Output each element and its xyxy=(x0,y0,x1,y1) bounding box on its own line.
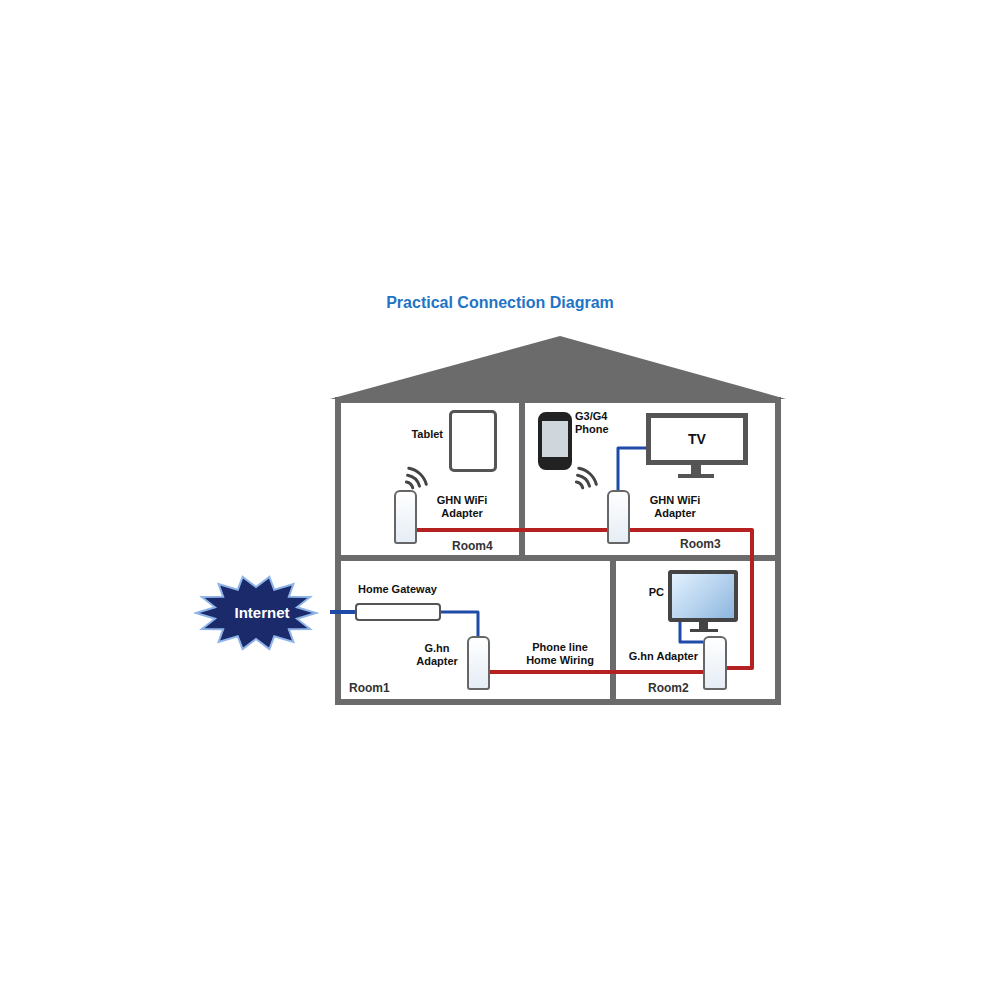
room-region: Room4 TabletGHN WiFi Adapter xyxy=(338,400,522,558)
wire-label: Phone line Home Wiring xyxy=(518,641,602,667)
device-label: GHN WiFi Adapter xyxy=(423,494,501,520)
ethernet-cable xyxy=(330,610,355,614)
pc-monitor: PC xyxy=(668,570,738,622)
device-label: G.hn Adapter xyxy=(606,650,698,663)
diagram-title: Practical Connection Diagram xyxy=(0,294,1000,312)
tv-stand xyxy=(691,465,701,475)
device-label: TV xyxy=(651,431,743,448)
room-label: Room4 xyxy=(452,540,512,553)
wifi-wave xyxy=(576,482,582,488)
room-label: Room3 xyxy=(680,538,740,551)
phone-line-wire xyxy=(490,670,703,674)
phone-line-wire xyxy=(630,530,752,668)
wifi-waves xyxy=(406,468,596,488)
room-region: Room3G3/G4 PhoneTVGHN WiFi Adapter xyxy=(522,400,778,558)
internet-cloud: Internet xyxy=(194,574,330,652)
room-wall xyxy=(519,400,525,558)
phone-icon: G3/G4 Phone xyxy=(538,412,572,470)
ethernet-cable xyxy=(618,448,646,490)
roof xyxy=(330,336,786,399)
wifi-wave xyxy=(409,468,427,484)
device-label: Internet xyxy=(194,604,330,622)
adapter-device: G.hn Adapter xyxy=(467,636,490,690)
room-label: Room1 xyxy=(349,682,409,695)
room-label: Room2 xyxy=(648,682,708,695)
floor-wall xyxy=(338,555,778,561)
wifi-wave xyxy=(408,475,420,486)
wifi-wave xyxy=(579,468,597,484)
pc-stand xyxy=(699,622,708,630)
adapter-device: GHN WiFi Adapter xyxy=(394,490,417,544)
device-label: Home Gateway xyxy=(358,583,468,596)
adapter-device: G.hn Adapter xyxy=(703,636,727,690)
gateway-box: Home Gateway xyxy=(355,603,441,621)
tablet-icon: Tablet xyxy=(449,410,497,472)
room-region: Room2 PC G.hn Adapter xyxy=(613,558,778,702)
device-label: G3/G4 Phone xyxy=(575,410,615,436)
pc-stand xyxy=(690,629,718,632)
device-label: GHN WiFi Adapter xyxy=(636,494,714,520)
room-wall xyxy=(610,558,616,702)
tv-stand xyxy=(678,474,714,478)
phone-line-wire xyxy=(417,528,607,532)
device-label: PC xyxy=(636,586,664,599)
device-label: G.hn Adapter xyxy=(411,642,463,668)
adapter-device: GHN WiFi Adapter xyxy=(607,490,630,544)
wifi-wave xyxy=(406,482,412,488)
wifi-wave xyxy=(578,475,590,486)
ethernet-cable xyxy=(680,622,703,642)
ethernet-cable xyxy=(441,612,478,636)
room-region: Room1 Home GatewayG.hn Adapter xyxy=(338,558,613,702)
device-label: Tablet xyxy=(395,428,443,441)
tv-screen: TV xyxy=(646,413,748,465)
house-wall xyxy=(338,400,778,702)
